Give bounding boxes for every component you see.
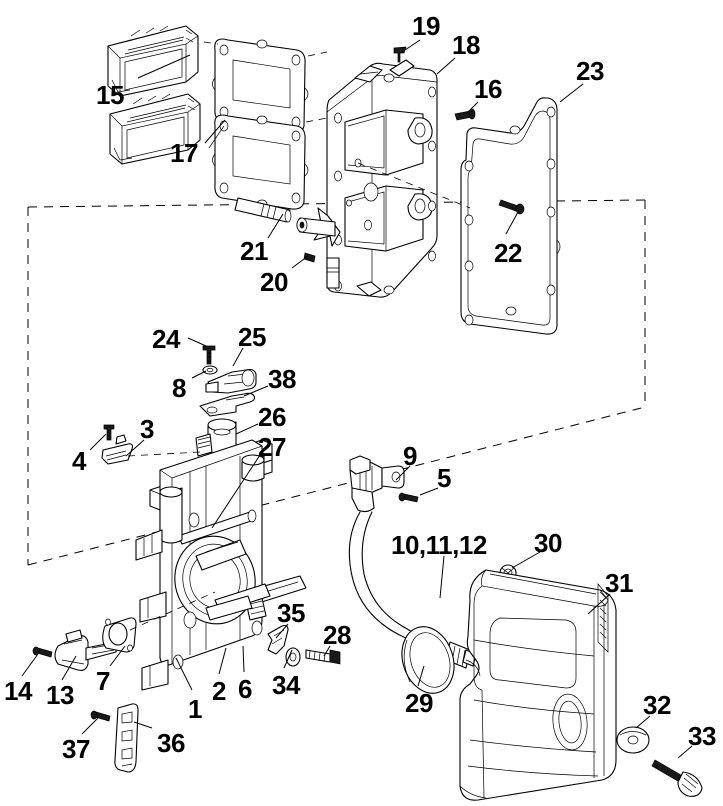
- air-silencer-cover-31: [459, 569, 617, 801]
- callout-intake-manifold-body[interactable]: 18: [452, 30, 480, 60]
- seal-ring-29: [401, 626, 455, 694]
- reed-valve-upper: [107, 25, 199, 97]
- callout-spring-washer[interactable]: 8: [172, 373, 186, 403]
- callout-idle-screw[interactable]: 24: [152, 324, 180, 354]
- callout-roll-pin[interactable]: 20: [260, 267, 288, 297]
- callout-clip-fastener[interactable]: 19: [412, 11, 440, 41]
- callout-bracket-screw[interactable]: 37: [62, 734, 90, 764]
- callout-connector-screw[interactable]: 5: [437, 463, 451, 493]
- anchor-screw-4: [103, 424, 115, 441]
- throttle-cable-anchor-3: [101, 434, 134, 465]
- callout-throttle-body-bracket[interactable]: 27: [258, 432, 286, 462]
- callout-sensor-screw[interactable]: 14: [4, 676, 32, 706]
- throttle-body-assembly: [135, 439, 307, 691]
- intake-manifold-body: [296, 59, 438, 298]
- bracket-screw-37: [90, 710, 111, 722]
- callout-fuel-hose-assembly[interactable]: 10,11,12: [391, 530, 487, 560]
- reed-gasket-upper: [212, 38, 309, 134]
- callout-cover-screw-long[interactable]: 33: [688, 721, 716, 751]
- cover-screw-22: [498, 199, 525, 215]
- callout-cover-grommet-nut[interactable]: 30: [534, 528, 562, 558]
- sensor-gasket-7: [102, 617, 137, 653]
- flat-washer-34: [285, 647, 301, 667]
- callout-manifold-cover-gasket[interactable]: 23: [576, 56, 604, 86]
- callout-cover-washer[interactable]: 32: [643, 690, 671, 720]
- reed-gasket-lower: [212, 114, 309, 210]
- callout-throttle-lever[interactable]: 25: [238, 322, 266, 352]
- callout-throttle-shaft-bushing[interactable]: 6: [238, 674, 252, 704]
- callout-fuel-connector[interactable]: 9: [403, 441, 417, 471]
- callout-throttle-body[interactable]: 1: [188, 694, 202, 724]
- callout-dowel-pin[interactable]: 21: [240, 236, 268, 266]
- callout-manifold-screw[interactable]: 16: [474, 74, 502, 104]
- callout-throttle-cable-anchor[interactable]: 3: [140, 414, 154, 444]
- callout-return-spring-clip[interactable]: 35: [277, 598, 305, 628]
- leader-lines: [21, 39, 693, 759]
- fuel-connector-9: [349, 455, 405, 513]
- callout-sensor-gasket[interactable]: 7: [96, 666, 110, 696]
- dowel-pin-21: [234, 197, 292, 223]
- callout-link-rod-bracket[interactable]: 38: [268, 364, 296, 394]
- idle-screw-24: [202, 345, 216, 365]
- spring-washer-8: [202, 365, 218, 375]
- callout-throttle-position-sensor[interactable]: 13: [46, 680, 74, 710]
- callout-throttle-shaft[interactable]: 2: [212, 676, 226, 706]
- throttle-lever-25: [205, 368, 257, 394]
- callout-anchor-screw[interactable]: 4: [72, 446, 86, 476]
- callout-flat-washer[interactable]: 34: [272, 670, 300, 700]
- reed-valve-lower: [109, 93, 201, 165]
- callout-reed-valve-assembly-upper[interactable]: 15: [96, 80, 124, 110]
- callout-body-bolt[interactable]: 28: [323, 620, 351, 650]
- callout-cover-screw[interactable]: 22: [494, 238, 522, 268]
- link-rod-bracket-38: [199, 392, 256, 417]
- manifold-cover-gasket: [460, 97, 561, 335]
- sensor-screw-14: [32, 646, 53, 658]
- cover-screw-long-33: [651, 759, 703, 797]
- body-bolt-28: [305, 649, 341, 665]
- mounting-bracket-36: [114, 703, 139, 773]
- callout-reed-plate-gasket[interactable]: 17: [170, 138, 198, 168]
- callout-seal-ring[interactable]: 29: [405, 688, 433, 718]
- cover-washer-32: [616, 726, 650, 754]
- callout-idle-air-valve[interactable]: 26: [258, 402, 286, 432]
- return-spring-clip-35: [267, 624, 289, 655]
- connector-screw-5: [398, 492, 419, 503]
- manifold-screw-16: [454, 108, 476, 121]
- callout-mounting-bracket[interactable]: 36: [157, 728, 185, 758]
- roll-pin-20: [303, 252, 316, 263]
- clip-fastener-19: [393, 46, 407, 63]
- callout-air-silencer-cover[interactable]: 31: [605, 568, 633, 598]
